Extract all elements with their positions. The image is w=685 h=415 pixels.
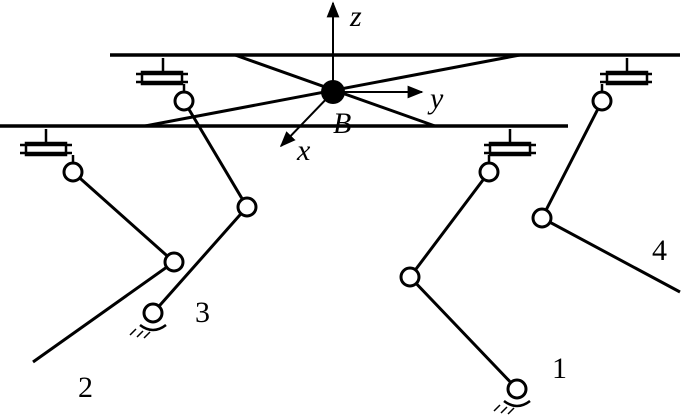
z-axis-label: z [349, 0, 362, 33]
leg-1 [399, 161, 531, 415]
leg-2 [32, 161, 185, 364]
leg-label-1: 1 [552, 352, 567, 385]
center-point-B [321, 80, 345, 104]
y-axis-label: y [427, 82, 444, 115]
hinge-mount-leg1 [484, 129, 536, 171]
leg-label-4: 4 [652, 234, 667, 267]
center-label: B [333, 107, 351, 140]
x-axis-label: x [296, 134, 311, 167]
hinge-mount-leg2 [20, 129, 75, 171]
x-axis-arrow [279, 91, 334, 148]
leg-4 [531, 90, 681, 294]
hinge-mount-leg4 [600, 58, 652, 100]
leg-label-2: 2 [78, 371, 93, 404]
leg-label-3: 3 [195, 296, 210, 329]
leg-3 [129, 90, 258, 339]
